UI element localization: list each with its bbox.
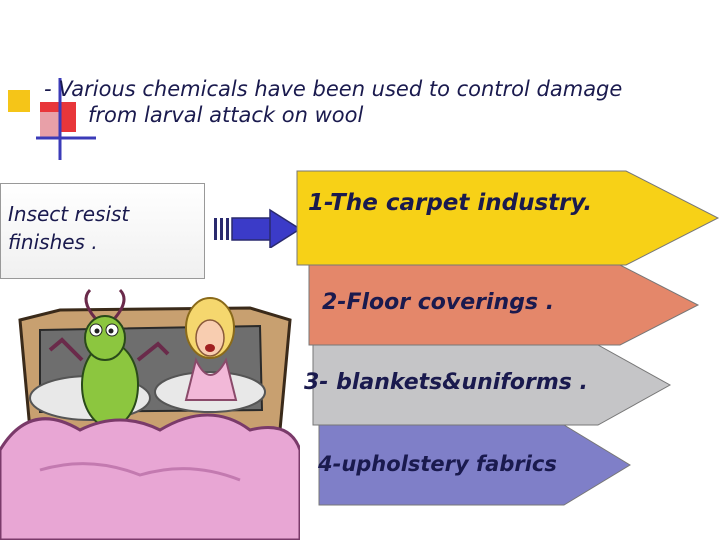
item-arrow-1: 1-The carpet industry. <box>296 170 720 266</box>
insect-resist-line-2: finishes . <box>8 230 98 254</box>
heading-line-1: - Various chemicals have been used to co… <box>44 77 623 101</box>
insect-resist-line-1: Insect resist <box>8 202 130 226</box>
corner-decoration <box>0 0 100 170</box>
insect-resist-box: Insect resist finishes . <box>0 183 205 279</box>
item-label-4: 4-upholstery fabrics <box>318 452 557 476</box>
bug-in-bed-illustration <box>0 280 302 542</box>
item-arrow-2: 2-Floor coverings . <box>308 264 700 346</box>
item-label-3: 3- blankets&uniforms . <box>304 370 588 395</box>
heading: - Various chemicals have been used to co… <box>44 76 714 128</box>
block-arrow-icon <box>212 208 302 250</box>
item-label-1: 1-The carpet industry. <box>308 190 593 216</box>
item-arrow-3: 3- blankets&uniforms . <box>304 344 672 426</box>
insect-resist-text: Insect resist finishes . <box>8 200 129 256</box>
heading-line-2: from larval attack on wool <box>88 103 364 127</box>
item-label-2: 2-Floor coverings . <box>322 290 555 315</box>
item-arrow-4: 4-upholstery fabrics <box>318 424 632 506</box>
